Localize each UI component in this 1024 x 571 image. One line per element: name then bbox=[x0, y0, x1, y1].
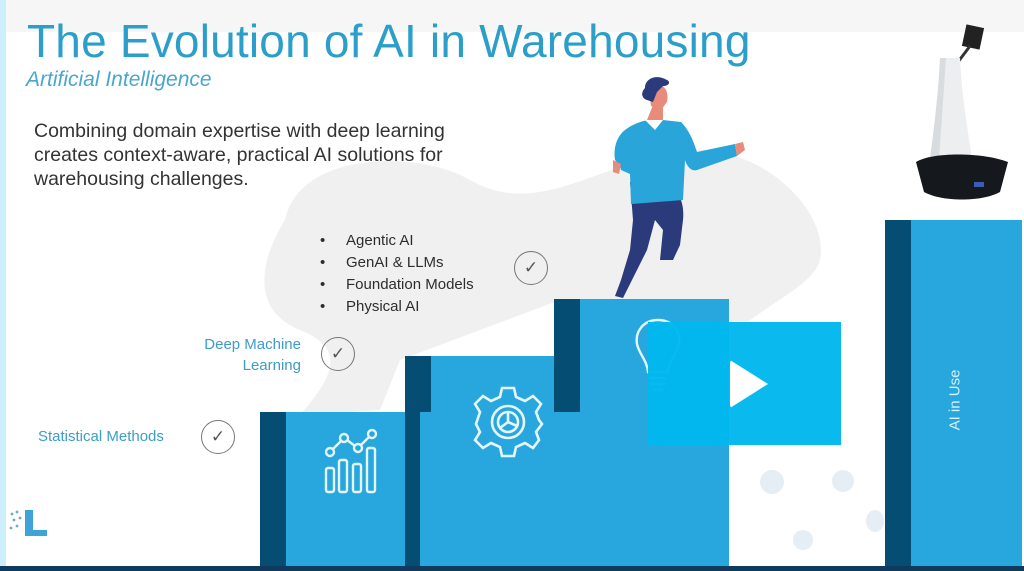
intro-text: Combining domain expertise with deep lea… bbox=[34, 120, 445, 190]
stage-2-label-line-2: Learning bbox=[242, 357, 301, 374]
stage-3-bullets: Agentic AI GenAI & LLMs Foundation Model… bbox=[320, 230, 474, 318]
decorative-dot bbox=[832, 470, 854, 492]
slide-title: The Evolution of AI in Warehousing bbox=[27, 15, 751, 67]
bullet-item: Agentic AI bbox=[320, 230, 474, 252]
check-circle-icon: ✓ bbox=[321, 337, 355, 371]
bottom-bar bbox=[0, 566, 1024, 571]
left-edge-strip bbox=[0, 0, 6, 571]
check-circle-icon: ✓ bbox=[514, 251, 548, 285]
bar-chart-icon bbox=[324, 428, 378, 494]
stage-2-label-line-1: Deep Machine bbox=[204, 336, 301, 353]
play-icon[interactable] bbox=[729, 359, 768, 408]
decorative-dot bbox=[866, 510, 884, 532]
top-band bbox=[6, 0, 1024, 32]
stage-1-label: Statistical Methods bbox=[38, 428, 164, 445]
running-person-illustration bbox=[613, 77, 745, 298]
video-play-button[interactable] bbox=[648, 322, 841, 445]
gear-pie-icon bbox=[473, 386, 544, 458]
bullet-item: Foundation Models bbox=[320, 274, 474, 296]
step-4-ai-in-use bbox=[885, 220, 1022, 566]
decorative-dot bbox=[793, 530, 813, 550]
bullet-item: GenAI & LLMs bbox=[320, 252, 474, 274]
check-circle-icon: ✓ bbox=[201, 420, 235, 454]
bullet-item: Physical AI bbox=[320, 296, 474, 318]
check-glyph: ✓ bbox=[210, 427, 226, 446]
stage-2-label: Deep Machine Learning bbox=[185, 334, 301, 376]
company-logo bbox=[9, 510, 47, 536]
check-glyph: ✓ bbox=[523, 258, 539, 277]
step-edge bbox=[260, 412, 286, 566]
step-edge bbox=[885, 220, 911, 566]
slide-subtitle: Artificial Intelligence bbox=[26, 68, 212, 91]
check-glyph: ✓ bbox=[330, 344, 346, 363]
ai-in-use-label: AI in Use bbox=[946, 369, 964, 431]
decorative-dot bbox=[760, 470, 784, 494]
warehouse-robot-image bbox=[916, 24, 1008, 200]
